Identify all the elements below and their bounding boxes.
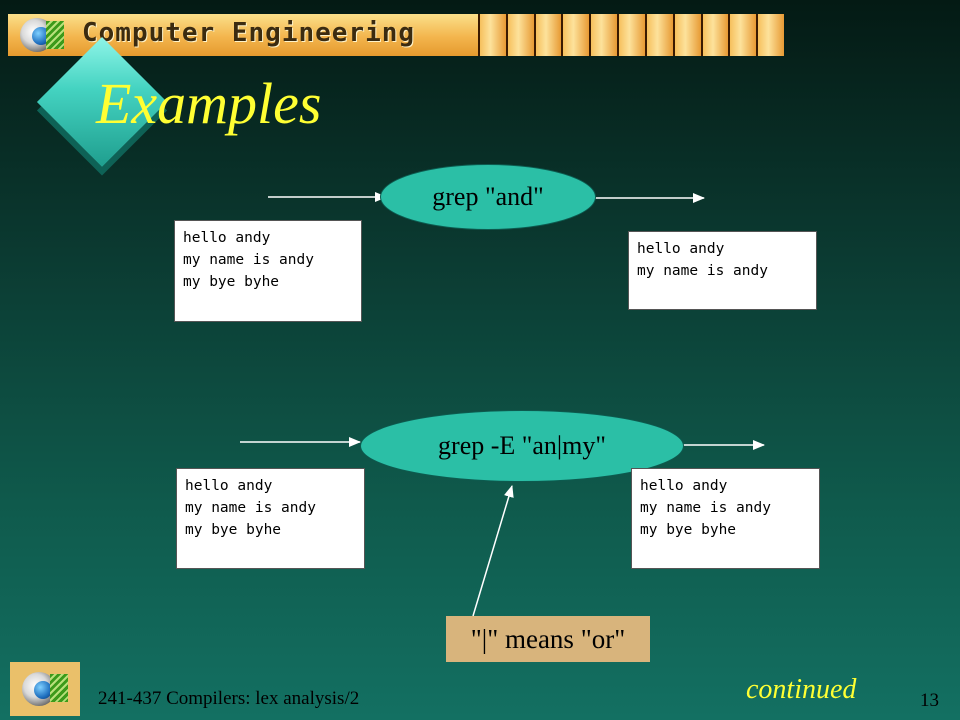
input-box-2: hello andy my name is andy my bye byhe — [176, 468, 365, 569]
input-line: hello andy — [183, 230, 271, 246]
output-line: my name is andy — [640, 500, 771, 516]
output-line: hello andy — [637, 241, 725, 257]
input-box-1: hello andy my name is andy my bye byhe — [174, 220, 362, 322]
continued-label: continued — [746, 674, 857, 705]
output-line: my bye byhe — [640, 522, 737, 538]
banner-tile — [617, 14, 645, 56]
banner-tile — [756, 14, 784, 56]
banner-tile — [478, 14, 506, 56]
or-note-text: "|" means "or" — [470, 623, 626, 654]
banner-tiles — [478, 14, 784, 56]
output-box-1: hello andy my name is andy — [628, 231, 817, 310]
page-number: 13 — [920, 690, 939, 711]
input-line: my name is andy — [185, 500, 316, 516]
output-box-2: hello andy my name is andy my bye byhe — [631, 468, 820, 569]
input-line: hello andy — [185, 478, 273, 494]
output-line: hello andy — [640, 478, 728, 494]
grep-oval-1: grep "and" — [380, 164, 596, 230]
banner-band — [8, 14, 478, 56]
banner-tile — [589, 14, 618, 56]
or-note: "|" means "or" — [446, 616, 650, 662]
input-line: my name is andy — [183, 252, 314, 268]
globe-logo-icon — [10, 662, 80, 716]
grep-command-1: grep "and" — [432, 182, 544, 211]
footer-course: 241-437 Compilers: lex analysis/2 — [98, 688, 360, 709]
input-line: my bye byhe — [183, 274, 280, 290]
input-line: my bye byhe — [185, 522, 282, 538]
banner-tile — [533, 14, 562, 56]
banner-tile — [700, 14, 729, 56]
banner-tile — [561, 14, 590, 56]
banner-tile — [672, 14, 701, 56]
banner-tile — [644, 14, 673, 56]
grep-oval-2: grep -E "an|my" — [360, 410, 684, 482]
grep-command-2: grep -E "an|my" — [438, 431, 606, 460]
banner-title: Computer Engineering — [82, 18, 416, 48]
slide-title: Examples — [96, 71, 322, 136]
banner-tile — [728, 14, 757, 56]
arrow-note — [472, 485, 514, 617]
banner-tile — [505, 14, 534, 56]
header-banner: Computer Engineering — [8, 14, 784, 56]
globe-logo-icon — [12, 15, 64, 55]
output-line: my name is andy — [637, 263, 768, 279]
